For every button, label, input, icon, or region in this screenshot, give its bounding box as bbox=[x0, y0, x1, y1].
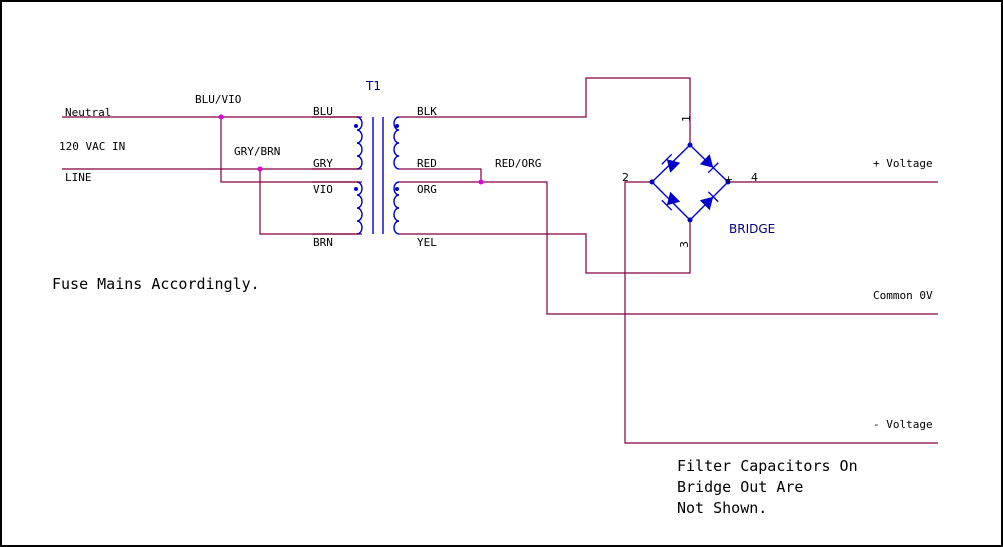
bridge-node bbox=[687, 217, 693, 223]
t1-label: T1 bbox=[365, 79, 381, 93]
red-org-label: RED/ORG bbox=[495, 157, 541, 170]
bridge-pin-1: 1 bbox=[680, 115, 693, 122]
yel-wire bbox=[399, 220, 691, 274]
brn-label: BRN bbox=[313, 236, 333, 249]
transformer-t1 bbox=[312, 116, 400, 235]
line-label: LINE bbox=[65, 171, 92, 184]
bridge-node bbox=[687, 142, 693, 148]
minus-voltage-label: - Voltage bbox=[873, 418, 933, 431]
bridge-pin-4: 4 bbox=[751, 171, 758, 184]
blu-label: BLU bbox=[313, 105, 333, 118]
primary-wiring bbox=[62, 114, 362, 235]
bridge-rectifier: - + 1 2 3 4 BRIDGE bbox=[622, 115, 775, 248]
filter-note-line-2: Bridge Out Are bbox=[677, 478, 803, 496]
phase-dot bbox=[395, 187, 399, 191]
common-label: Common 0V bbox=[873, 289, 933, 302]
phase-dot bbox=[354, 124, 358, 128]
bridge-node bbox=[649, 179, 655, 185]
primary-coil-top bbox=[356, 116, 363, 170]
diode-icon bbox=[661, 153, 681, 173]
junction-blu-vio bbox=[218, 114, 224, 120]
junction-gry-brn bbox=[257, 166, 263, 172]
labels: Neutral 120 VAC IN LINE BLU/VIO GRY/BRN … bbox=[52, 79, 933, 517]
phase-dot bbox=[354, 187, 358, 191]
vio-label: VIO bbox=[313, 183, 333, 196]
phase-dot bbox=[395, 124, 399, 128]
vac-in-label: 120 VAC IN bbox=[59, 140, 125, 153]
gry-label: GRY bbox=[313, 157, 333, 170]
blk-wire bbox=[399, 77, 691, 145]
filter-note-line-1: Filter Capacitors On bbox=[677, 457, 858, 475]
bridge-minus-sign: - bbox=[650, 173, 654, 186]
secondary-coil-top bbox=[393, 116, 400, 170]
blk-label: BLK bbox=[417, 105, 437, 118]
blu-vio-label: BLU/VIO bbox=[195, 93, 241, 106]
bridge-pin-2: 2 bbox=[622, 171, 629, 184]
fuse-note: Fuse Mains Accordingly. bbox=[52, 275, 260, 293]
red-wire bbox=[399, 168, 482, 182]
bridge-plus-sign: + bbox=[724, 173, 733, 186]
plus-voltage-label: + Voltage bbox=[873, 157, 933, 170]
red-label: RED bbox=[417, 157, 437, 170]
bridge-label: BRIDGE bbox=[729, 222, 775, 236]
junction-red-org bbox=[478, 179, 484, 185]
yel-label: YEL bbox=[417, 236, 437, 249]
neutral-label: Neutral bbox=[65, 106, 111, 119]
filter-note-line-3: Not Shown. bbox=[677, 499, 767, 517]
gry-brn-label: GRY/BRN bbox=[234, 145, 280, 158]
diode-icon bbox=[699, 191, 719, 211]
org-wire bbox=[399, 181, 938, 315]
secondary-wiring bbox=[399, 77, 938, 444]
minus-output-wire bbox=[624, 181, 938, 444]
bridge-outline bbox=[651, 144, 729, 221]
bridge-node bbox=[725, 179, 731, 185]
diode-icon bbox=[661, 191, 681, 211]
org-label: ORG bbox=[417, 183, 437, 196]
secondary-coil-bottom bbox=[393, 181, 400, 235]
primary-coil-bottom bbox=[356, 181, 363, 235]
gry-brn-jumper bbox=[259, 169, 362, 235]
diode-icon bbox=[699, 154, 719, 174]
bridge-pin-3: 3 bbox=[678, 241, 691, 248]
